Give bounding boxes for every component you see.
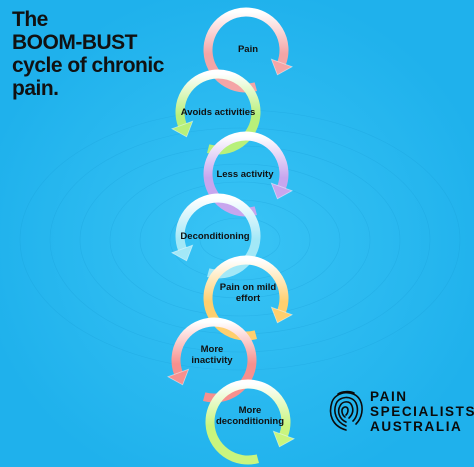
arrow-less-activity [203,131,294,217]
arrow-head [166,368,190,386]
step-1-line-1: Pain [237,44,259,55]
title-line-1: The [12,8,48,31]
arrow-avoids-activities [170,69,261,155]
title-line-4: pain. [12,77,59,100]
arrow-head [272,430,296,448]
logo-text: PAIN SPECIALISTS AUSTRALIA [370,389,474,434]
arrow-ring [203,7,289,93]
arrow-ring [203,255,289,341]
step-label-avoids-activities: Avoids activities [168,107,268,118]
arrow-head [170,244,194,262]
step-6-line-1: More [200,344,224,355]
arrow-ring [205,379,291,465]
arrow-ring [175,69,261,155]
step-3-line-1: Less activity [216,169,274,180]
step-label-deconditioning: Deconditioning [170,231,260,242]
title-line-3: cycle of chronic [12,54,164,77]
step-label-pain-on-mild-effort: Pain on mild effort [208,282,288,304]
fingerprint-icon [329,390,363,431]
arrow-ring [203,131,289,217]
step-6-line-2: inactivity [191,355,233,366]
arrow-more-inactivity [166,317,257,403]
logo-line-1: PAIN [370,389,408,404]
page-title: The BOOM-BUST cycle of chronic pain. [12,8,182,100]
arrow-deconditioning [170,193,261,279]
arrow-ring [175,193,261,279]
step-7-line-1: More [238,405,262,416]
step-5-line-2: effort [235,293,261,304]
title-line-2: BOOM-BUST [12,31,138,54]
arrow-ring [171,317,257,403]
pain-specialists-australia-logo: PAIN SPECIALISTS AUSTRALIA [326,386,474,464]
arrow-more-deconditioning [205,379,296,465]
step-label-pain: Pain [208,44,288,55]
step-2-line-1: Avoids activities [180,107,256,118]
step-7-line-2: deconditioning [215,416,285,427]
arrow-head [270,182,294,200]
logo-line-2: SPECIALISTS [370,404,474,419]
arrow-pain-on-mild-effort [203,255,294,341]
logo-line-3: AUSTRALIA [370,419,463,434]
step-5-line-1: Pain on mild [219,282,277,293]
step-label-more-inactivity: More inactivity [172,344,252,366]
arrow-pain [203,7,294,93]
arrow-head [270,58,294,76]
step-4-line-1: Deconditioning [180,231,250,242]
step-label-less-activity: Less activity [200,169,290,180]
step-label-more-deconditioning: More deconditioning [205,405,295,427]
arrow-head [170,120,194,138]
arrow-head [270,306,294,324]
